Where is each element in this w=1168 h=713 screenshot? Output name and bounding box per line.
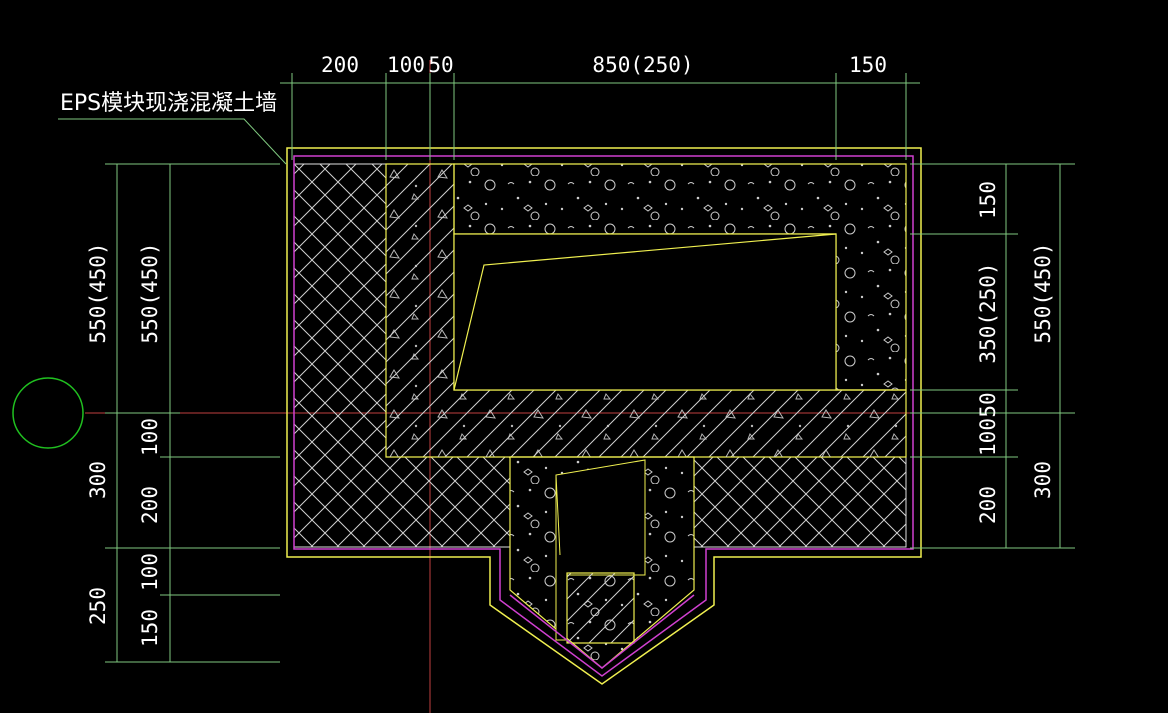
outer-outline (286, 147, 922, 685)
left-dim-outer-total: 550(450) (86, 242, 110, 343)
top-dim-100: 100 (387, 53, 425, 77)
right-dim-inner-200: 200 (976, 486, 1000, 524)
left-dim-outer-lower: 300 (86, 461, 110, 499)
top-dim-50: 50 (428, 53, 453, 77)
left-dim-inner-100b: 100 (138, 553, 162, 591)
right-dim-outer-total: 550(450) (1031, 242, 1055, 343)
callout-label: EPS模块现浇混凝土墙 (60, 91, 277, 116)
left-dimension-labels: 550(450) 300 250 550(450) 100 200 100 15… (86, 242, 162, 647)
top-dimension-line (280, 73, 920, 160)
right-dim-inner-150: 150 (976, 181, 1000, 219)
right-dim-inner-350: 350(250) (976, 262, 1000, 363)
left-dim-inner-total: 550(450) (138, 242, 162, 343)
right-dim-inner-50: 50 (976, 392, 1000, 417)
inner-void (453, 233, 837, 391)
right-dim-inner-100: 100 (976, 418, 1000, 456)
top-dim-850: 850(250) (592, 53, 693, 77)
right-dim-outer-300: 300 (1031, 461, 1055, 499)
left-dim-inner-100a: 100 (138, 418, 162, 456)
left-dim-outer-bottom: 250 (86, 587, 110, 625)
left-dimension-lines (105, 163, 280, 663)
axis-bubble (12, 377, 84, 449)
left-dim-inner-200: 200 (138, 486, 162, 524)
drainage-pit (509, 456, 695, 669)
concrete-wall-hatch (385, 163, 907, 458)
top-dim-150: 150 (849, 53, 887, 77)
callout-leader (58, 118, 287, 165)
right-dimension-labels: 150 350(250) 50 100 200 550(450) 300 (976, 181, 1055, 524)
top-dim-200: 200 (321, 53, 359, 77)
right-dimension-lines (910, 163, 1075, 549)
left-dim-inner-150: 150 (138, 609, 162, 647)
